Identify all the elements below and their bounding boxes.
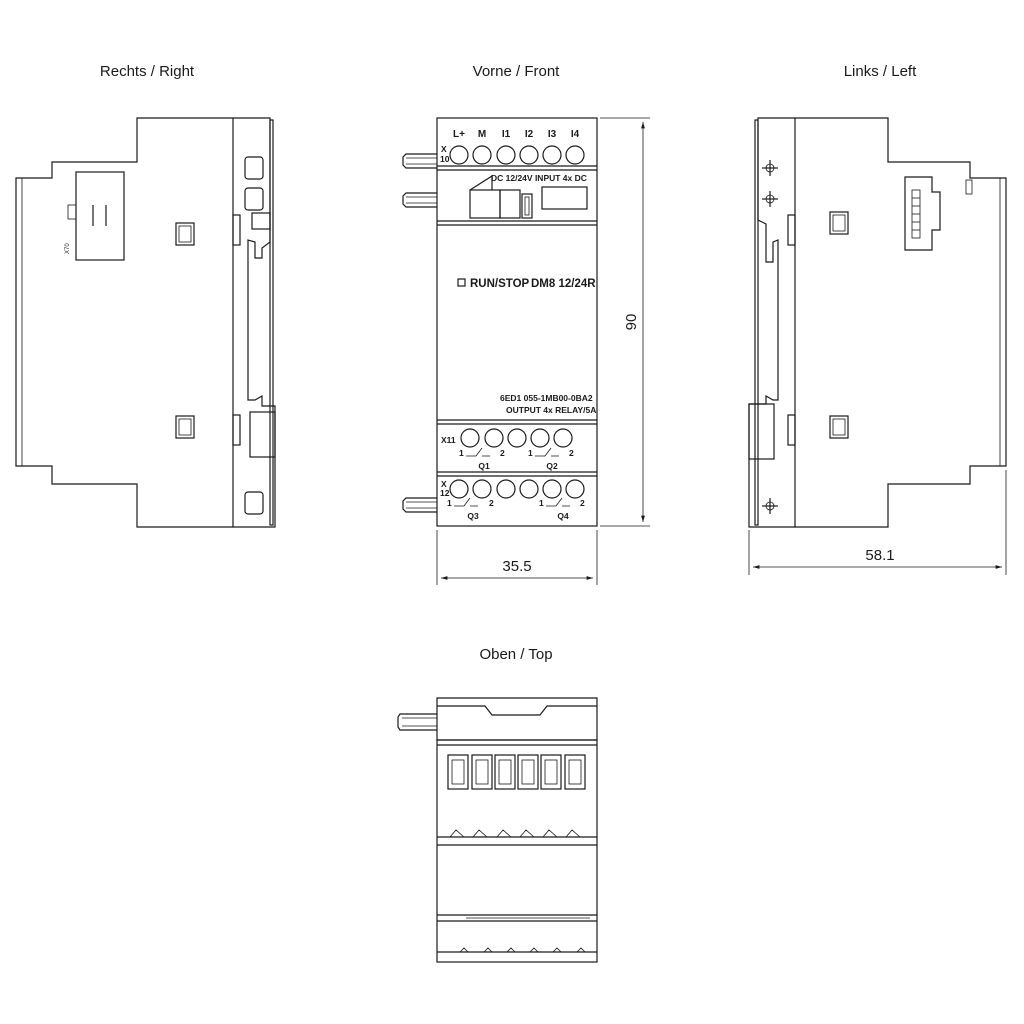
- terminal-x11-3: [507, 428, 527, 448]
- screw-terminal: [517, 754, 539, 790]
- output-label-q1: Q1: [478, 461, 490, 471]
- pin-label: 1: [459, 448, 464, 458]
- screw-terminal: [540, 754, 562, 790]
- screw-terminal: [447, 754, 469, 790]
- terminal-label-i3: I3: [548, 129, 557, 140]
- connector-x70-label: X70: [65, 243, 71, 254]
- connector-x10-label: X: [441, 144, 447, 154]
- view-title-left: Links / Left: [844, 63, 917, 80]
- terminal-label-m: M: [478, 129, 486, 140]
- cross-marker: [762, 160, 778, 176]
- output-label: OUTPUT 4x RELAY/5A: [506, 405, 596, 415]
- terminal-i4: [565, 145, 585, 165]
- terminal-x12-3: [496, 479, 516, 499]
- front-view: L+ M I1 I2 I3 I4 X 10 DC 12/24V INPUT 4x…: [402, 117, 650, 585]
- terminal-x11-2: [484, 428, 504, 448]
- screw-terminal: [471, 754, 493, 790]
- terminal-i2: [519, 145, 539, 165]
- terminal-x12-4: [519, 479, 539, 499]
- view-title-right: Rechts / Right: [100, 63, 195, 80]
- terminal-i3: [542, 145, 562, 165]
- run-stop-led: [457, 278, 466, 287]
- svg-text:12: 12: [440, 488, 450, 498]
- output-label-q3: Q3: [467, 511, 479, 521]
- top-view: [397, 697, 598, 963]
- cross-marker: [762, 498, 778, 514]
- connector-x12-label: X: [441, 479, 447, 489]
- output-label-q4: Q4: [557, 511, 569, 521]
- terminal-label-lplus: L+: [453, 129, 465, 140]
- output-label-q2: Q2: [546, 461, 558, 471]
- run-stop-label: RUN/STOP: [470, 278, 530, 290]
- view-title-top: Oben / Top: [479, 646, 552, 663]
- terminal-x12-2: [472, 479, 492, 499]
- screw-terminal: [494, 754, 516, 790]
- dimension-width: 35.5: [502, 558, 531, 575]
- terminal-x11-1: [460, 428, 480, 448]
- terminal-x11-4: [530, 428, 550, 448]
- pin-label: 1: [528, 448, 533, 458]
- left-side-view: 58.1: [748, 117, 1007, 575]
- pin-label: 2: [500, 448, 505, 458]
- terminal-x12-6: [565, 479, 585, 499]
- terminal-x12-1: [449, 479, 469, 499]
- view-title-front: Vorne / Front: [473, 63, 561, 80]
- dimension-depth: 58.1: [865, 547, 894, 564]
- terminal-x11-5: [553, 428, 573, 448]
- pin-label: 2: [580, 498, 585, 508]
- screw-terminal: [564, 754, 586, 790]
- svg-text:10: 10: [440, 154, 450, 164]
- connector-x70: [75, 171, 125, 261]
- pin-label: 2: [569, 448, 574, 458]
- order-number: 6ED1 055-1MB00-0BA2: [500, 393, 593, 403]
- pin-label: 1: [447, 498, 452, 508]
- terminal-label-i1: I1: [502, 129, 511, 140]
- terminal-lplus: [449, 145, 469, 165]
- cross-marker: [762, 191, 778, 207]
- input-label: DC 12/24V INPUT 4x DC: [491, 173, 587, 183]
- terminal-m: [472, 145, 492, 165]
- terminal-label-i2: I2: [525, 129, 534, 140]
- model-label: DM8 12/24R: [531, 278, 596, 290]
- terminal-i1: [496, 145, 516, 165]
- connector-x11-label: X11: [441, 435, 456, 445]
- dimension-height: 90: [623, 314, 640, 331]
- right-side-view: X70: [15, 117, 276, 528]
- terminal-x12-5: [542, 479, 562, 499]
- pin-label: 2: [489, 498, 494, 508]
- pin-label: 1: [539, 498, 544, 508]
- terminal-label-i4: I4: [571, 129, 580, 140]
